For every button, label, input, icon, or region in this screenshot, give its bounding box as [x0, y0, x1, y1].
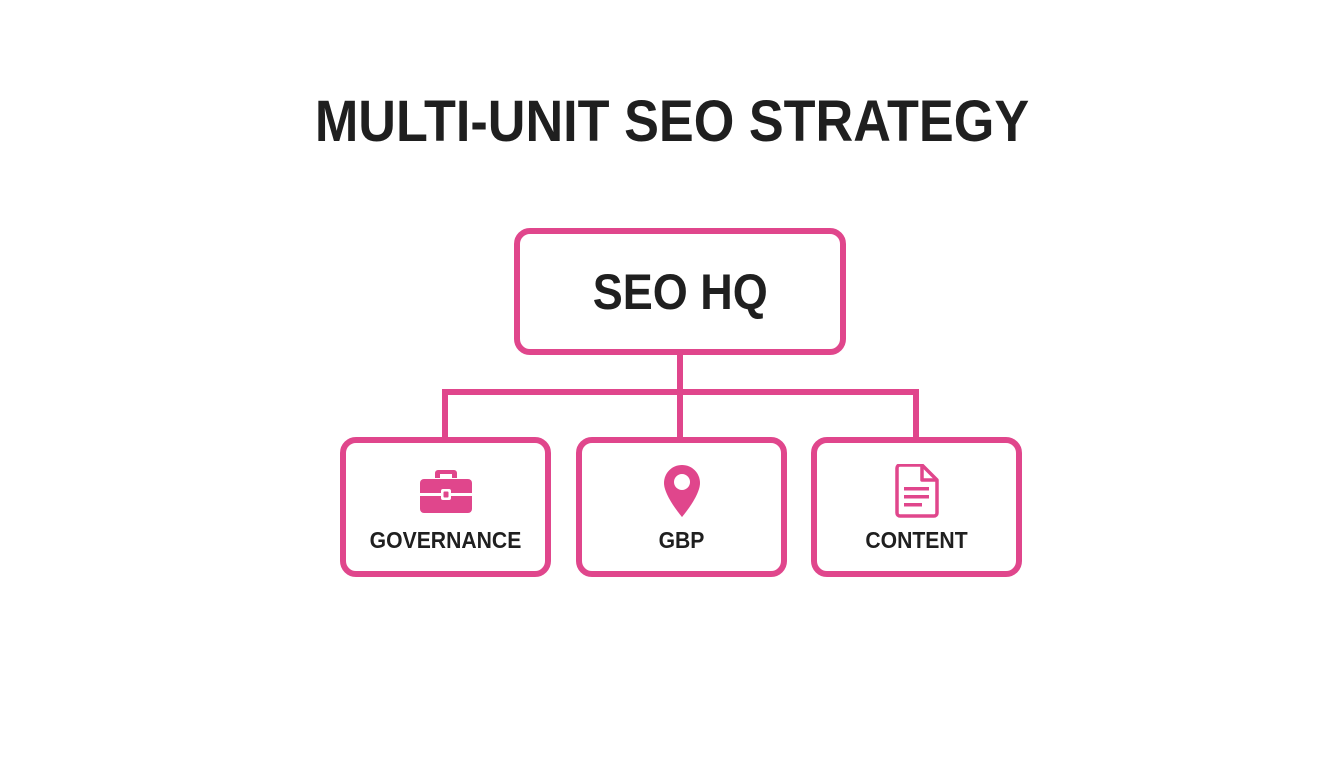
document-icon: [887, 461, 947, 521]
governance-label: GOVERNANCE: [369, 527, 522, 553]
content-label: CONTENT: [865, 527, 968, 553]
hq-node: SEO HQ: [514, 228, 846, 355]
diagram-title: MULTI-UNIT SEO STRATEGY: [314, 89, 1030, 154]
governance-node: GOVERNANCE: [340, 437, 551, 577]
gbp-node: GBP: [576, 437, 787, 577]
content-node: CONTENT: [811, 437, 1022, 577]
briefcase-icon: [416, 461, 476, 521]
gbp-label: GBP: [658, 527, 705, 553]
map-pin-icon: [652, 461, 712, 521]
hq-label: SEO HQ: [592, 263, 768, 320]
